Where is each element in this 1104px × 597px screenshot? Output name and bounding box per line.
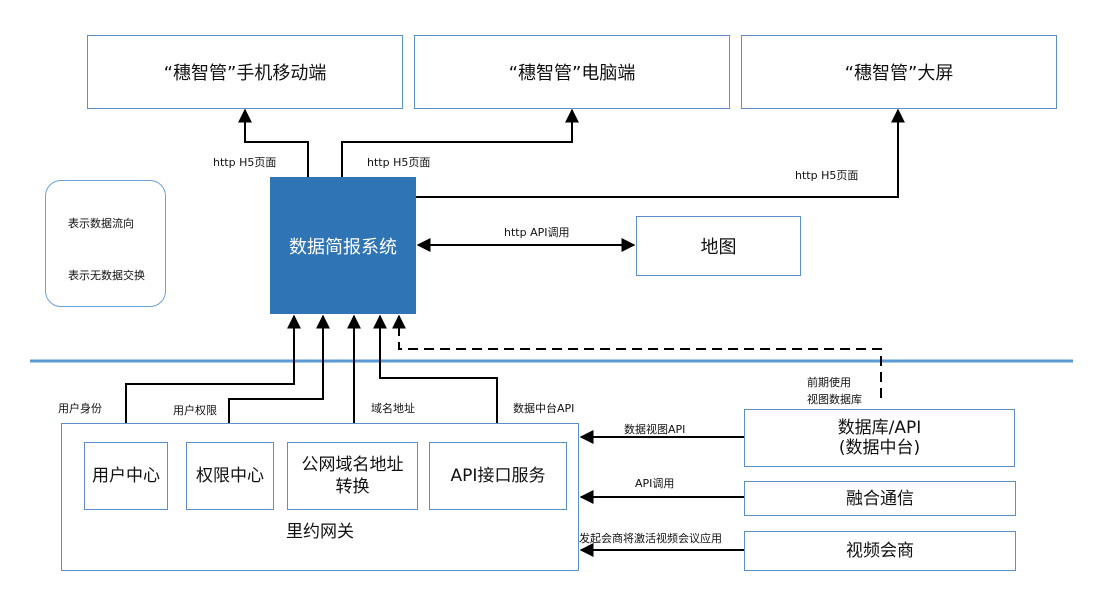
client-mobile-label: “穗智管”手机移动端: [163, 63, 327, 84]
legend-box: 表示数据流向 表示无数据交换: [45, 180, 166, 307]
label-early-view-db-1: 前期使用: [807, 376, 851, 389]
service-user-center-label: 用户中心: [92, 466, 160, 486]
dashed-arrow-database-to-core: [392, 314, 882, 398]
label-bigscreen-h5: http H5页面: [795, 169, 859, 182]
fusion-comm-box: 融合通信: [744, 481, 1016, 516]
fusion-comm-label: 融合通信: [846, 488, 914, 509]
label-api-call: API调用: [635, 477, 675, 490]
label-pc-h5: http H5页面: [367, 156, 431, 169]
service-domain-translate-line2: 转换: [335, 477, 370, 497]
database-api-box: 数据库/API (数据中台): [744, 409, 1015, 467]
label-domain-address: 域名地址: [371, 402, 415, 415]
service-api-label: API接口服务: [450, 466, 546, 486]
database-api-line1: 数据库/API: [837, 418, 922, 438]
arrow-user-center-to-core: [125, 314, 301, 442]
map-label: 地图: [700, 237, 737, 258]
video-conference-box: 视频会商: [744, 531, 1016, 571]
database-api-line2: (数据中台): [838, 438, 921, 458]
legend-arrow-text: 表示数据流向: [68, 217, 134, 230]
label-user-permission: 用户权限: [173, 404, 217, 417]
core-system-box: 数据简报系统: [270, 177, 416, 314]
service-permission-center: 权限中心: [186, 442, 274, 510]
client-pc-label: “穗智管”电脑端: [508, 63, 636, 84]
gateway-label: 里约网关: [286, 522, 354, 542]
label-map-api: http API调用: [504, 226, 570, 239]
core-system-label: 数据简报系统: [289, 236, 397, 258]
label-data-view-api: 数据视图API: [624, 423, 686, 436]
service-user-center: 用户中心: [84, 442, 168, 510]
client-mobile-box: “穗智管”手机移动端: [87, 35, 403, 109]
service-domain-translate: 公网域名地址 转换: [287, 442, 418, 510]
video-conference-label: 视频会商: [846, 541, 914, 561]
arrow-api-service-to-core: [373, 314, 498, 442]
arrow-core-to-bigscreen: [416, 108, 905, 198]
client-bigscreen-box: “穗智管”大屏: [741, 35, 1057, 109]
service-domain-translate-line1: 公网域名地址: [301, 455, 404, 475]
arrow-permission-center-to-core: [228, 314, 330, 442]
label-data-platform-api: 数据中台API: [513, 402, 575, 415]
label-user-identity: 用户身份: [58, 402, 102, 415]
arrow-core-to-mobile: [238, 108, 309, 177]
legend-line-text: 表示无数据交换: [68, 269, 145, 282]
service-permission-center-label: 权限中心: [196, 466, 264, 486]
map-box: 地图: [636, 216, 801, 276]
arrow-core-to-pc: [341, 108, 579, 177]
client-bigscreen-label: “穗智管”大屏: [844, 63, 954, 84]
service-api: API接口服务: [429, 442, 567, 510]
client-pc-box: “穗智管”电脑端: [414, 35, 730, 109]
label-early-view-db-2: 视图数据库: [807, 393, 862, 406]
label-video-conf: 发起会商将激活视频会议应用: [579, 532, 722, 545]
label-mobile-h5: http H5页面: [213, 156, 277, 169]
